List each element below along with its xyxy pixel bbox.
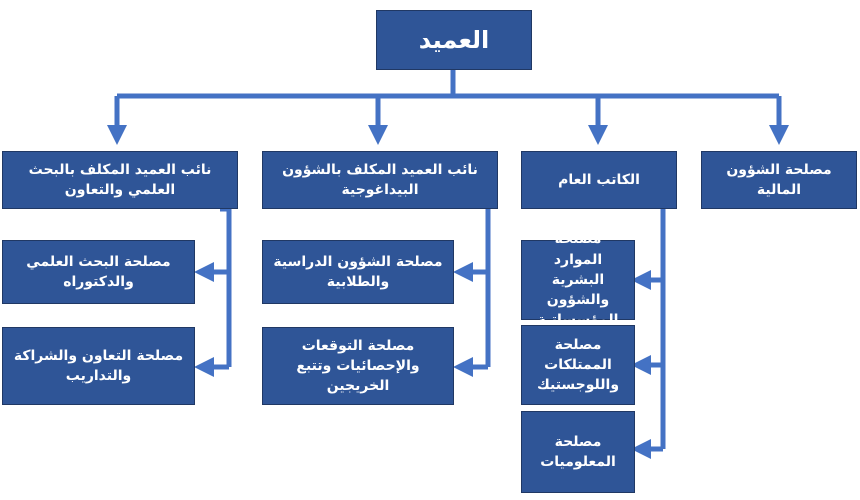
secretary-general-box: الكاتب العام <box>521 151 677 209</box>
human-resources-service-box: مصلحة الموارد البشرية والشؤون المؤسساتية <box>521 231 635 328</box>
it-service-box: مصلحة المعلوميات <box>521 411 635 493</box>
forecasting-statistics-service-box: مصلحة التوقعات والإحصائيات وتتبع الخريجي… <box>262 327 454 405</box>
research-doctorate-service-box: مصلحة البحث العلمي والدكتوراه <box>2 240 195 304</box>
cooperation-partnership-service-box: مصلحة التعاون والشراكة والتداريب <box>2 327 195 405</box>
dean-box: العميد <box>376 10 532 70</box>
research-vice-dean-box: نائب العميد المكلف بالبحث العلمي والتعاو… <box>2 151 238 209</box>
property-logistics-service-box: مصلحة الممتلكات واللوجستيك <box>521 325 635 405</box>
pedagogy-vice-dean-box: نائب العميد المكلف بالشؤون البيداغوجية <box>262 151 498 209</box>
academic-student-affairs-service-box: مصلحة الشؤون الدراسية والطلابية <box>262 240 454 304</box>
finance-service-box: مصلحة الشؤون المالية <box>701 151 857 209</box>
